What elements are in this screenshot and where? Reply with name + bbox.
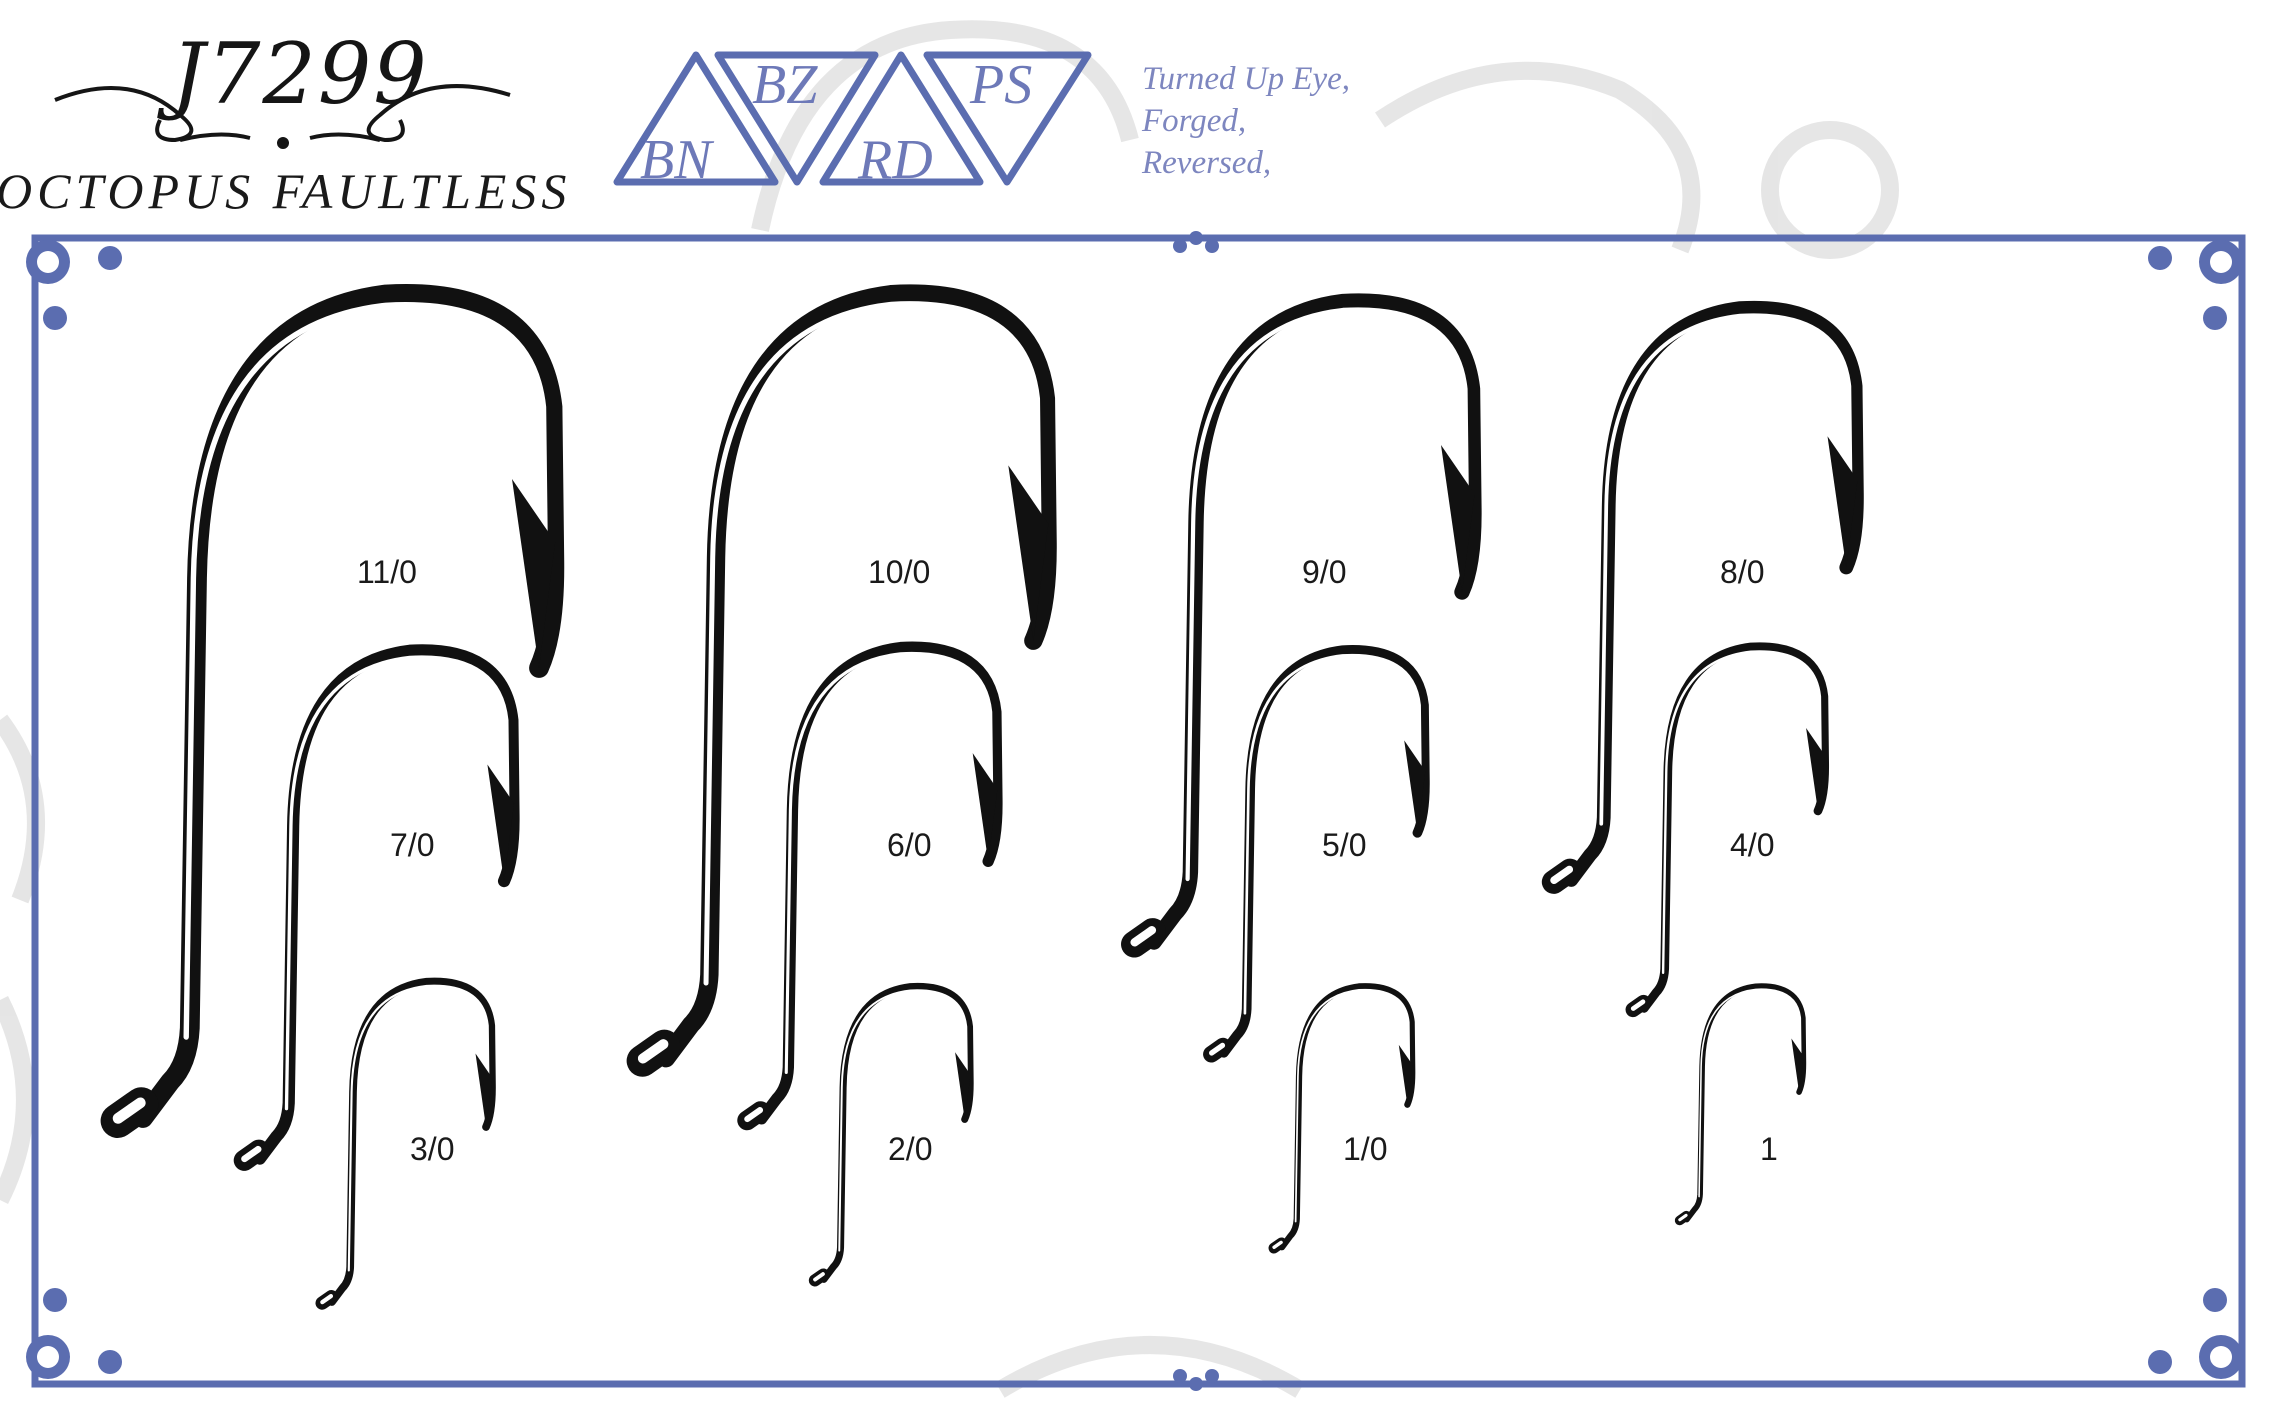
hook-3-0 bbox=[313, 982, 492, 1313]
model-number: J7299 bbox=[171, 25, 429, 123]
feature-item: Forged, bbox=[1142, 103, 1247, 139]
finish-badge-bz bbox=[714, 51, 879, 186]
feature-item: Turned Up Eye, bbox=[1142, 61, 1351, 97]
background-watermark bbox=[0, 20, 1899, 1398]
finish-badges bbox=[613, 51, 1092, 186]
size-label-4-0: 4/0 bbox=[1730, 827, 1774, 863]
frame-border bbox=[26, 231, 2246, 1391]
size-label-6-0: 6/0 bbox=[887, 827, 931, 863]
feature-list: Turned Up Eye, Forged, Reversed, bbox=[1142, 58, 1350, 184]
size-label-1-0: 1/0 bbox=[1343, 1131, 1387, 1167]
title-flourish bbox=[54, 84, 511, 149]
finish-code-ps: PS bbox=[969, 54, 1032, 116]
finish-badge-bn bbox=[613, 51, 779, 186]
hook-1 bbox=[1673, 986, 1804, 1227]
hook-8-0 bbox=[1537, 308, 1857, 899]
finish-code-bz: BZ bbox=[752, 54, 818, 116]
size-label-1: 1 bbox=[1760, 1131, 1778, 1167]
finish-badge-rd bbox=[819, 51, 984, 186]
size-label-2-0: 2/0 bbox=[888, 1131, 932, 1167]
finish-code-rd: RD bbox=[857, 129, 933, 191]
hook-9-0 bbox=[1116, 301, 1475, 963]
size-label-11-0: 11/0 bbox=[357, 554, 417, 590]
size-label-9-0: 9/0 bbox=[1302, 554, 1346, 590]
size-label-3-0: 3/0 bbox=[410, 1131, 454, 1167]
size-label-8-0: 8/0 bbox=[1720, 554, 1764, 590]
product-name: OCTOPUS FAULTLESS bbox=[0, 163, 572, 219]
size-label-5-0: 5/0 bbox=[1322, 827, 1366, 863]
hook-5-0 bbox=[1200, 650, 1426, 1066]
hook-1-0 bbox=[1266, 986, 1412, 1255]
finish-badge-ps bbox=[923, 51, 1092, 186]
size-label-10-0: 10/0 bbox=[868, 554, 930, 590]
finish-code-bn: BN bbox=[640, 129, 714, 191]
hook-7-0 bbox=[230, 650, 514, 1175]
size-label-7-0: 7/0 bbox=[390, 827, 434, 863]
corner-ornaments bbox=[26, 231, 2243, 1391]
hook-4-0 bbox=[1623, 647, 1825, 1020]
feature-item: Reversed, bbox=[1142, 145, 1272, 181]
hook-illustrations bbox=[94, 294, 1858, 1313]
